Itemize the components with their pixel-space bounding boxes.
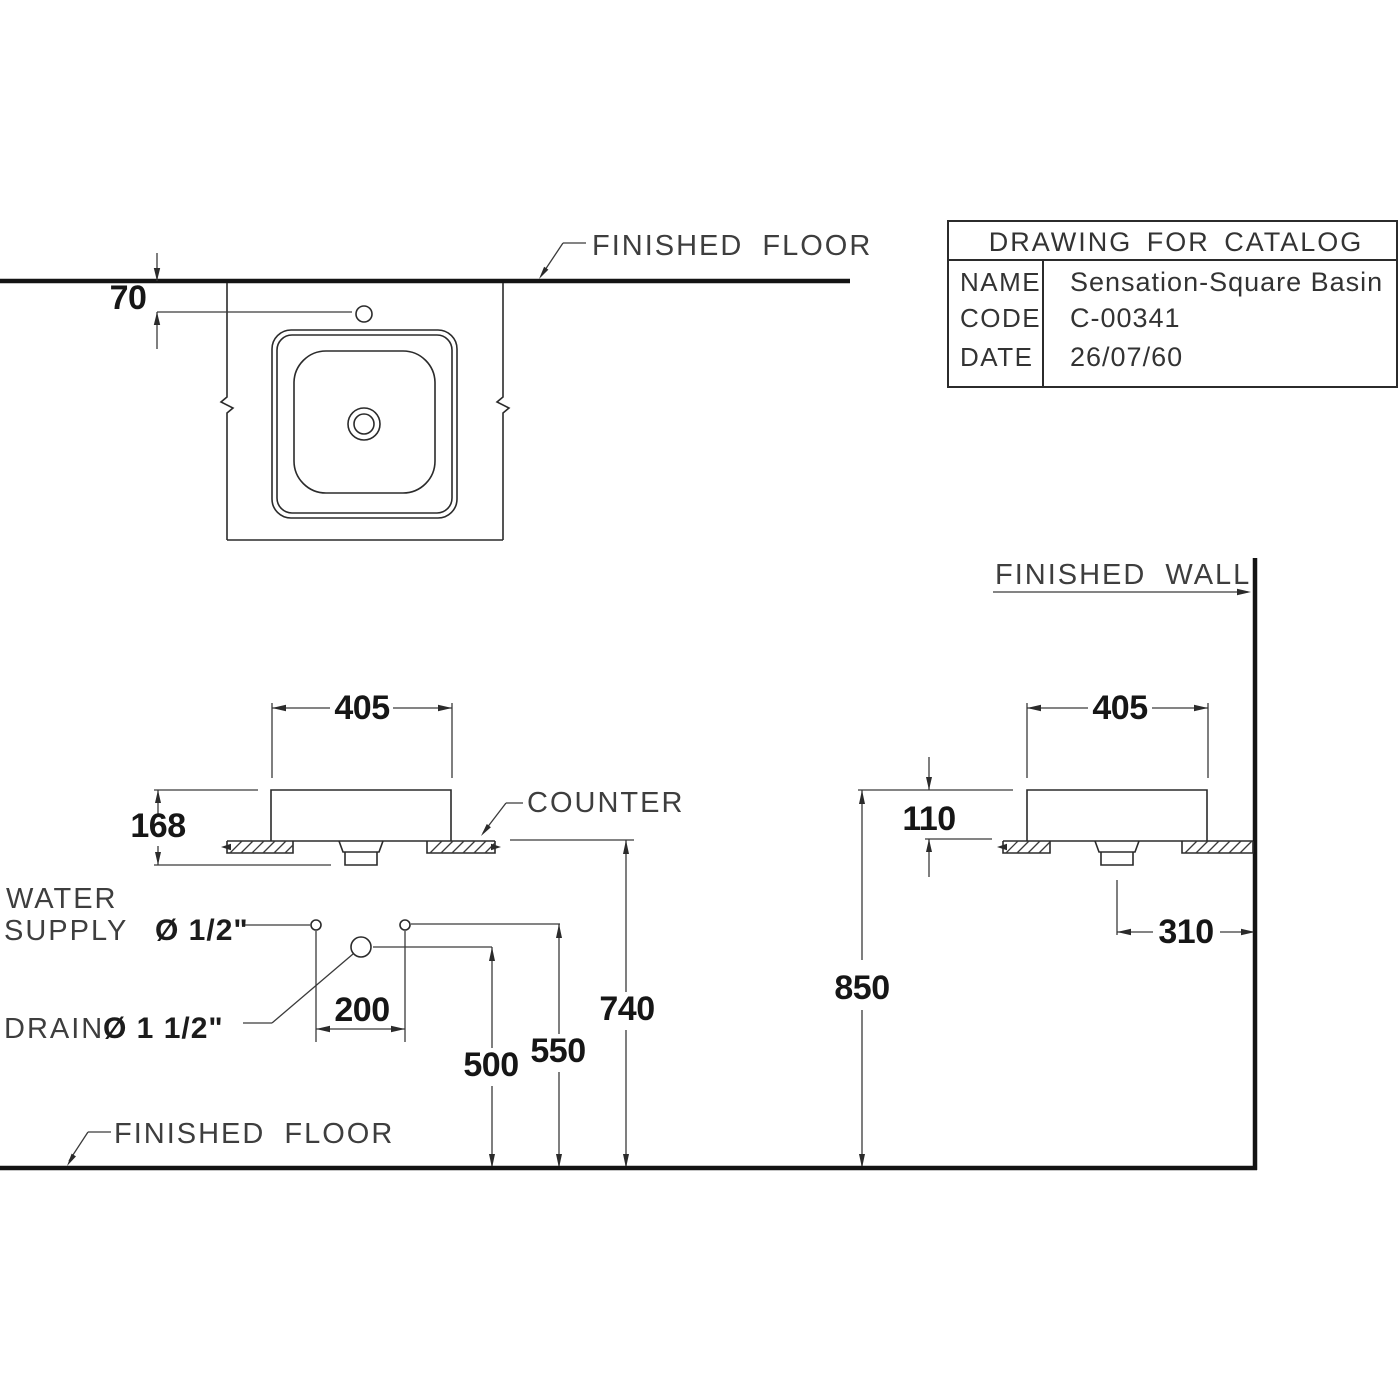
dim-total-height: 168 bbox=[130, 807, 185, 845]
hatch-lines bbox=[1184, 840, 1253, 854]
counter-break-arrow bbox=[221, 843, 231, 851]
arrowhead bbox=[1241, 928, 1255, 936]
water-supply-label-line1: WATER bbox=[6, 883, 118, 915]
arrowhead bbox=[153, 268, 161, 281]
finished-floor-top-label: FINISHED FLOOR bbox=[592, 230, 872, 262]
basin-side-outline bbox=[1026, 789, 1208, 841]
date-value: 26/07/60 bbox=[1070, 342, 1183, 372]
arrowhead bbox=[1117, 928, 1131, 936]
title-block-title: DRAWING FOR CATALOG bbox=[989, 227, 1364, 257]
side-elevation-view: FINISHED WALL 405 110 bbox=[834, 558, 1258, 1170]
arrowhead bbox=[489, 947, 495, 961]
drain-body bbox=[344, 852, 378, 866]
code-value: C-00341 bbox=[1070, 303, 1181, 333]
basin-rim-outer bbox=[271, 329, 458, 519]
date-label: DATE bbox=[960, 342, 1033, 372]
arrowhead bbox=[438, 704, 452, 712]
dim-faucet-offset: 70 bbox=[110, 279, 147, 317]
dim-supply-spacing: 200 bbox=[334, 991, 389, 1029]
arrowhead bbox=[489, 1154, 495, 1168]
plan-view: FINISHED FLOOR 70 bbox=[0, 230, 872, 541]
dim-above-counter-height: 110 bbox=[902, 800, 955, 838]
floor: FINISHED FLOOR bbox=[0, 1118, 1257, 1171]
counter-edge-right bbox=[495, 283, 511, 540]
arrowhead bbox=[153, 312, 161, 325]
arrowhead bbox=[859, 1154, 865, 1168]
name-label: NAME bbox=[960, 267, 1041, 297]
arrowhead bbox=[623, 840, 629, 854]
drain-outer-circle bbox=[347, 407, 381, 441]
arrowhead bbox=[623, 1154, 629, 1168]
hatch-lines bbox=[429, 840, 496, 854]
drain-flange bbox=[1094, 840, 1140, 853]
basin-front-outline bbox=[270, 789, 452, 841]
arrowhead bbox=[1237, 588, 1251, 596]
counter-label: COUNTER bbox=[527, 787, 684, 819]
arrowhead bbox=[155, 790, 161, 803]
drain-body bbox=[1100, 852, 1134, 866]
counter-hatch-right bbox=[1181, 841, 1254, 854]
drain-inner-circle bbox=[353, 413, 375, 435]
hatch-lines bbox=[229, 840, 294, 854]
arrowhead bbox=[926, 777, 932, 790]
arrowhead bbox=[155, 852, 161, 865]
basin-bowl bbox=[293, 350, 436, 494]
basin-rim-inner bbox=[276, 334, 453, 514]
dim-drain-height: 500 bbox=[463, 1046, 518, 1084]
water-supply-point-left bbox=[310, 919, 322, 931]
finished-wall-label: FINISHED WALL bbox=[995, 559, 1251, 591]
arrowhead bbox=[926, 839, 932, 852]
dim-front-width: 405 bbox=[334, 689, 389, 727]
code-label: CODE bbox=[960, 303, 1041, 333]
arrowhead bbox=[391, 1025, 405, 1033]
arrowhead bbox=[481, 824, 491, 836]
hatch-lines bbox=[1005, 840, 1051, 854]
leader-line bbox=[271, 953, 354, 1024]
dim-rim-height: 850 bbox=[834, 969, 889, 1007]
finished-floor-bottom-label: FINISHED FLOOR bbox=[114, 1118, 394, 1150]
name-value: Sensation-Square Basin bbox=[1070, 267, 1383, 297]
front-elevation-view: 405 168 COUNTER WATER SUPPLY Ø 1/2" DRAI… bbox=[4, 689, 684, 1168]
arrowhead bbox=[859, 790, 865, 804]
drain-point bbox=[350, 936, 372, 958]
counter-edge-left bbox=[219, 283, 235, 540]
arrowhead bbox=[67, 1153, 76, 1166]
drain-flange bbox=[338, 840, 384, 853]
dim-side-width: 405 bbox=[1092, 689, 1147, 727]
water-supply-size: Ø 1/2" bbox=[155, 914, 249, 947]
arrowhead bbox=[272, 704, 286, 712]
arrowhead bbox=[556, 924, 562, 938]
arrowhead bbox=[1027, 704, 1041, 712]
counter-break-arrow bbox=[997, 843, 1007, 851]
title-block: DRAWING FOR CATALOG NAME Sensation-Squar… bbox=[947, 220, 1398, 388]
faucet-hole bbox=[355, 305, 373, 323]
arrowhead bbox=[556, 1154, 562, 1168]
arrowhead bbox=[316, 1025, 330, 1033]
counter-break-arrow bbox=[491, 843, 501, 851]
dim-counter-height: 740 bbox=[599, 990, 654, 1028]
drain-label: DRAIN bbox=[4, 1013, 104, 1045]
dim-drain-to-wall: 310 bbox=[1158, 913, 1213, 951]
drain-size: Ø 1 1/2" bbox=[103, 1012, 224, 1045]
water-supply-point-right bbox=[399, 919, 411, 931]
arrowhead bbox=[1194, 704, 1208, 712]
arrowhead bbox=[539, 266, 549, 279]
dim-supply-height: 550 bbox=[530, 1032, 585, 1070]
title-block-border bbox=[947, 220, 1398, 388]
water-supply-label-line2: SUPPLY bbox=[4, 915, 128, 947]
